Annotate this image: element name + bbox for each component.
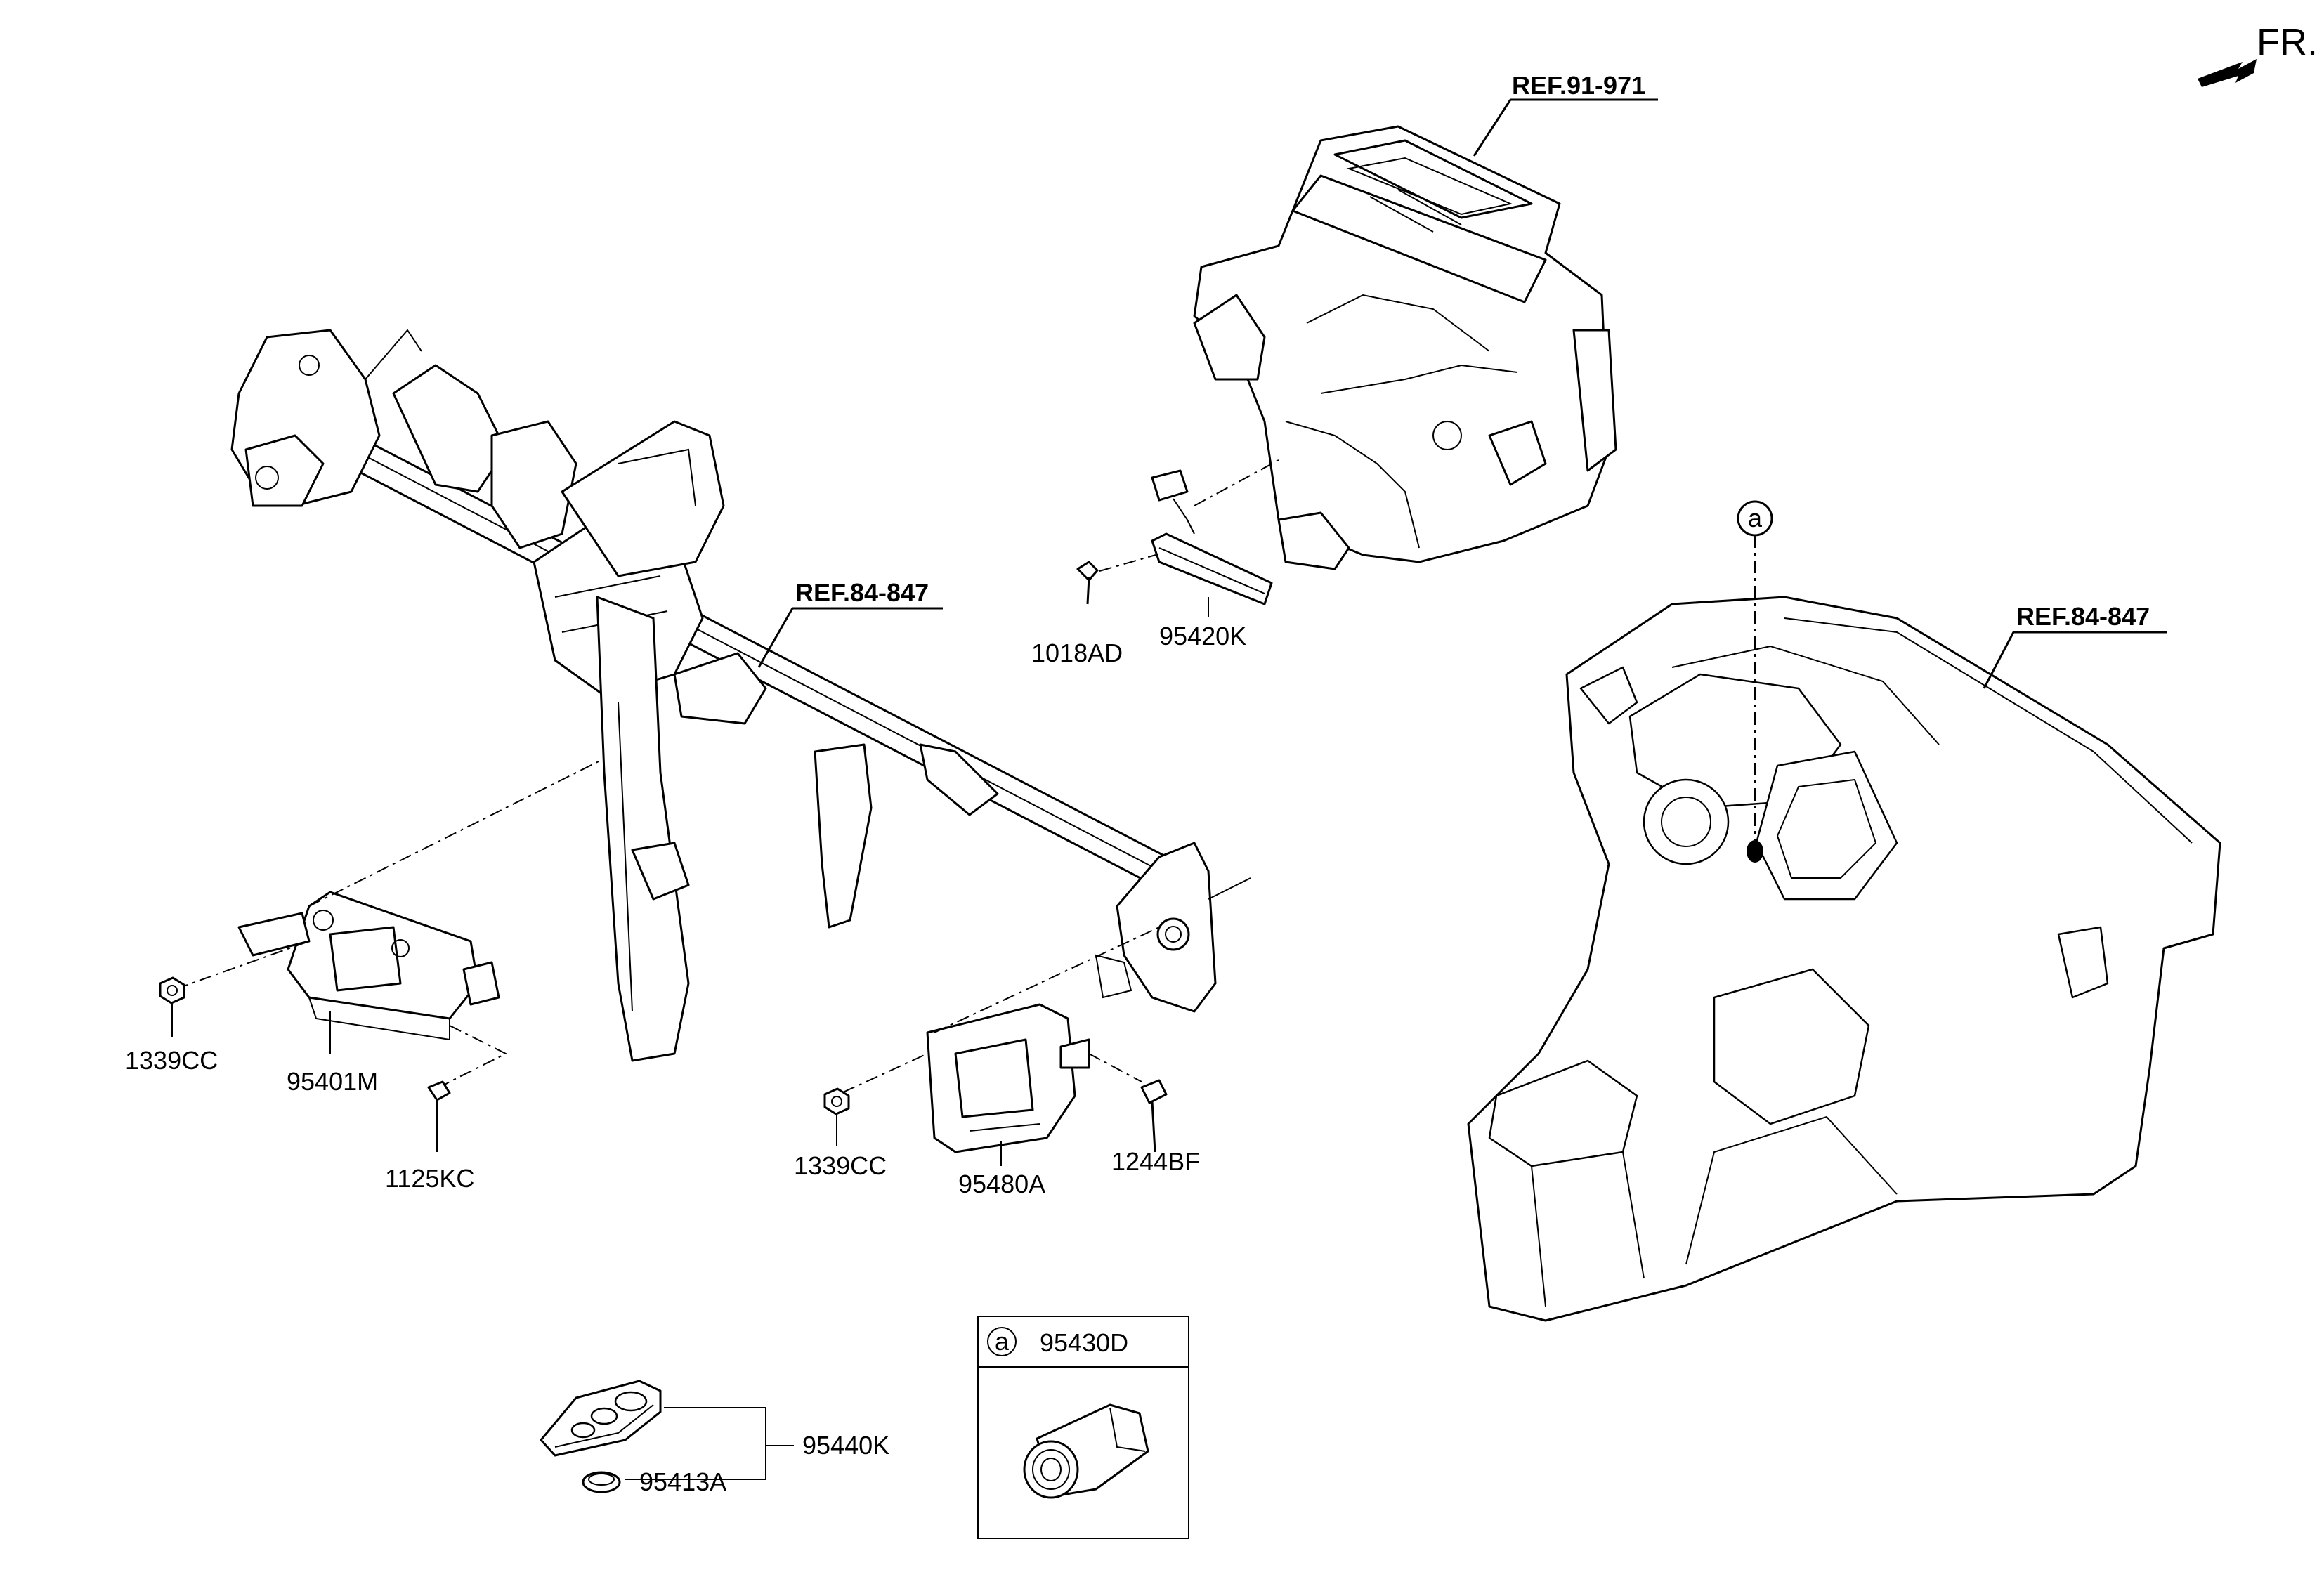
start-button-callout-box (977, 1316, 1189, 1539)
ref-crash-pad-label: REF.84-847 (2016, 602, 2150, 631)
label-nut-right: 1339CC (794, 1151, 887, 1180)
label-fob-key: 95440K (802, 1431, 889, 1460)
label-nut-left: 1339CC (125, 1046, 218, 1075)
antenna-part (1151, 469, 1273, 605)
smart-key-unit-leaders (842, 927, 1160, 1093)
bolt-right-part (1140, 1079, 1168, 1153)
nut-left-part (159, 976, 185, 1037)
fob-key-bracket (625, 1407, 794, 1480)
battery-part (582, 1471, 621, 1493)
front-label: FR. (2257, 21, 2318, 63)
crash-pad (1467, 596, 2221, 1322)
callout-box-marker: a (995, 1327, 1010, 1356)
ref-hvac-label: REF.91-971 (1512, 71, 1645, 100)
label-bcm: 95401M (287, 1067, 378, 1096)
label-antenna: 95420K (1159, 622, 1246, 650)
label-battery: 95413A (639, 1467, 726, 1496)
bolt-left-part (427, 1080, 451, 1152)
label-bolt-right: 1244BF (1111, 1147, 1200, 1176)
smart-key-unit-part (926, 1003, 1090, 1153)
ref-crash-pad-callout (1983, 631, 2167, 689)
ref-hvac-callout (1473, 98, 1658, 157)
ref-crossmember-callout (757, 607, 943, 668)
bcm-unit-part (237, 891, 500, 1041)
antenna-bolt-part (1076, 561, 1099, 605)
hvac-unit (1193, 125, 1617, 570)
fob-key-part (540, 1380, 662, 1457)
label-smart-key-unit: 95480A (958, 1170, 1045, 1198)
label-bolt-left: 1125KC (385, 1164, 474, 1193)
nut-right-part (823, 1087, 850, 1115)
ref-crossmember-label: REF.84-847 (795, 578, 929, 607)
label-start-button: 95430D (1040, 1328, 1128, 1357)
start-button-part (1023, 1403, 1149, 1499)
label-antenna-bolt: 1018AD (1031, 639, 1123, 667)
callout-marker-label: a (1748, 504, 1763, 532)
front-arrow-icon (2198, 59, 2257, 87)
cowl-crossmember (230, 329, 1251, 1062)
